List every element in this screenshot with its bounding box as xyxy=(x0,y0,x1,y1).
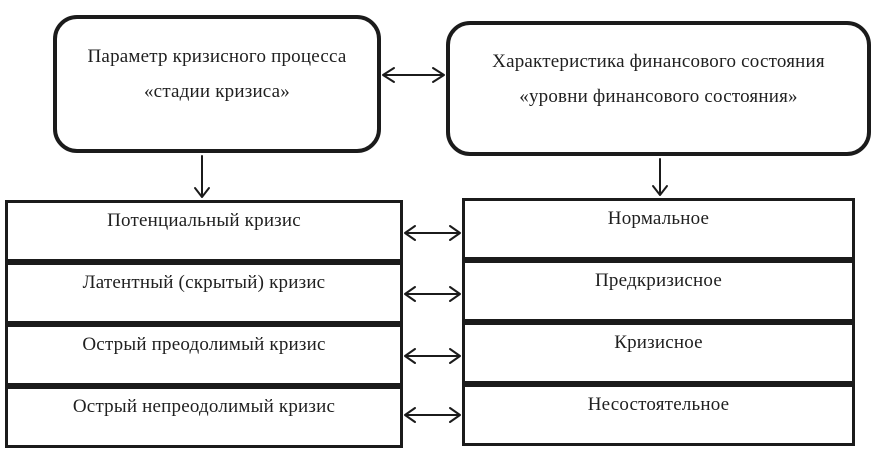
crisis-stage-row-acute-insurmountable: Острый непреодолимый кризис xyxy=(5,386,403,448)
crisis-stage-row-acute-surmountable: Острый преодолимый кризис xyxy=(5,324,403,386)
down-arrow-left-icon xyxy=(194,155,210,198)
crisis-process-parameter-line2: «стадии кризиса» xyxy=(143,81,291,102)
crisis-stage-label: Латентный (скрытый) кризис xyxy=(82,272,326,293)
financial-level-row-insolvent: Несостоятельное xyxy=(462,384,855,446)
crisis-process-parameter-line1: Параметр кризисного процесса xyxy=(87,46,347,67)
crisis-process-parameter-box: Параметр кризисного процесса «стадии кри… xyxy=(53,15,381,153)
row-double-arrow-2-icon xyxy=(404,286,461,302)
financial-level-label: Предкризисное xyxy=(594,270,722,291)
down-arrow-right-icon xyxy=(652,158,668,196)
financial-state-characteristic-line1: Характеристика финансового состояния xyxy=(492,51,825,72)
row-double-arrow-1-icon xyxy=(404,225,461,241)
financial-state-characteristic-box: Характеристика финансового состояния «ур… xyxy=(446,21,871,156)
crisis-stage-row-latent: Латентный (скрытый) кризис xyxy=(5,262,403,324)
financial-level-label: Несостоятельное xyxy=(587,394,730,415)
row-double-arrow-3-icon xyxy=(404,348,461,364)
crisis-stage-label: Острый непреодолимый кризис xyxy=(72,396,336,417)
crisis-stage-label: Потенциальный кризис xyxy=(107,210,301,231)
top-double-arrow-icon xyxy=(382,67,445,83)
financial-level-row-normal: Нормальное xyxy=(462,198,855,260)
crisis-stage-label: Острый преодолимый кризис xyxy=(82,334,326,355)
financial-level-row-precrisis: Предкризисное xyxy=(462,260,855,322)
crisis-stages-column: Потенциальный кризис Латентный (скрытый)… xyxy=(5,200,403,448)
financial-level-row-crisis: Кризисное xyxy=(462,322,855,384)
row-double-arrow-4-icon xyxy=(404,407,461,423)
financial-level-label: Кризисное xyxy=(614,332,703,353)
financial-level-label: Нормальное xyxy=(607,208,710,229)
crisis-stage-row-potential: Потенциальный кризис xyxy=(5,200,403,262)
financial-levels-column: Нормальное Предкризисное Кризисное Несос… xyxy=(462,198,855,446)
financial-state-characteristic-line2: «уровни финансового состояния» xyxy=(519,86,798,107)
